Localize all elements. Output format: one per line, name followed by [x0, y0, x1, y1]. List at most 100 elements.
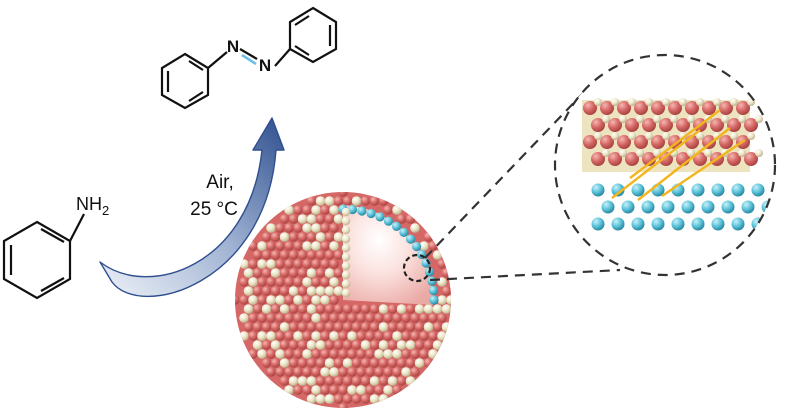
- red-atom: [360, 322, 371, 332]
- blue-atom: [366, 208, 376, 219]
- cream-atom: [288, 286, 299, 296]
- cream-atom: [243, 304, 254, 314]
- red-atom: [338, 385, 348, 395]
- red-atom: [324, 322, 335, 332]
- red-atom: [351, 340, 362, 350]
- cream-atom: [279, 322, 290, 332]
- red-atom: [284, 259, 294, 269]
- red-atom: [275, 331, 285, 341]
- cream-atom: [730, 98, 738, 106]
- red-atom: [306, 358, 317, 368]
- cream-atom: [414, 358, 425, 368]
- red-atom: [719, 135, 733, 149]
- red-atom: [583, 101, 597, 115]
- red-atom: [284, 277, 294, 287]
- red-atom: [659, 118, 673, 132]
- blue-atom: [375, 212, 385, 222]
- red-atom: [387, 304, 398, 314]
- blue-atom: [651, 217, 665, 231]
- red-atom: [727, 152, 741, 166]
- red-atom: [428, 331, 438, 341]
- red-atom: [315, 214, 326, 224]
- condition-temperature: 25 °C: [190, 199, 238, 220]
- red-atom: [302, 367, 312, 377]
- ring-double-bond: [294, 15, 310, 26]
- red-atom: [239, 277, 249, 287]
- red-atom: [338, 192, 348, 197]
- cream-atom: [320, 295, 330, 305]
- cream-atom: [383, 349, 393, 359]
- red-atom: [293, 241, 303, 251]
- red-atom: [252, 322, 263, 332]
- nanoparticle-sphere: [235, 192, 451, 408]
- blue-atom: [601, 200, 615, 214]
- cream-atom: [306, 394, 317, 404]
- red-atom: [261, 232, 272, 242]
- cream-atom: [333, 232, 344, 242]
- red-atom: [396, 214, 407, 224]
- cream-atom: [704, 149, 712, 157]
- red-atom: [356, 349, 366, 359]
- aniline-double-bond: [40, 228, 65, 243]
- red-atom: [315, 322, 326, 332]
- cream-atom: [302, 223, 312, 233]
- cream-atom: [311, 385, 321, 395]
- red-atom: [702, 135, 716, 149]
- red-atom: [320, 349, 330, 359]
- red-atom: [414, 322, 425, 332]
- blue-atom: [399, 227, 409, 237]
- red-atom: [365, 331, 375, 341]
- red-atom: [428, 313, 438, 323]
- cream-atom: [738, 115, 746, 123]
- red-atom: [320, 205, 330, 215]
- red-atom: [392, 313, 402, 323]
- red-atom: [437, 259, 447, 269]
- red-atom: [432, 322, 443, 332]
- red-atom: [365, 367, 375, 377]
- red-atom: [374, 367, 384, 377]
- cream-atom: [755, 149, 763, 157]
- zoom-inset: [553, 53, 777, 277]
- red-atom: [369, 304, 380, 314]
- surface-atoms: [235, 192, 451, 408]
- red-atom: [293, 277, 303, 287]
- blue-atom: [631, 217, 645, 231]
- red-atom: [306, 196, 317, 206]
- cream-atom: [315, 196, 326, 206]
- red-atom: [365, 313, 375, 323]
- red-atom: [252, 304, 263, 314]
- red-atom: [270, 304, 281, 314]
- red-atom: [252, 268, 263, 278]
- red-atom: [302, 295, 312, 305]
- red-atom: [625, 152, 639, 166]
- cream-atom: [320, 367, 330, 377]
- cream-atom: [341, 279, 351, 289]
- red-atom: [320, 259, 330, 269]
- red-atom: [351, 394, 362, 404]
- red-atom: [311, 349, 321, 359]
- red-atom: [288, 268, 299, 278]
- zoom-line-top: [424, 87, 589, 259]
- red-atom: [266, 241, 276, 251]
- cream-atom: [432, 340, 443, 350]
- red-atom: [591, 152, 605, 166]
- red-atom: [297, 232, 308, 242]
- blue-atom: [711, 183, 725, 197]
- red-atom: [293, 349, 303, 359]
- red-atom: [311, 367, 321, 377]
- cream-atom: [257, 331, 267, 341]
- cream-atom: [306, 376, 317, 386]
- red-atom: [736, 101, 750, 115]
- cream-atom: [275, 349, 285, 359]
- cream-atom: [266, 295, 276, 305]
- cream-atom: [405, 376, 416, 386]
- cream-atom: [341, 243, 351, 253]
- red-atom: [744, 152, 758, 166]
- red-atom: [360, 196, 371, 206]
- blue-atom: [711, 217, 725, 231]
- cream-atom: [419, 241, 429, 251]
- cream-atom: [747, 132, 755, 140]
- red-atom: [279, 376, 290, 386]
- cream-atom: [315, 232, 326, 242]
